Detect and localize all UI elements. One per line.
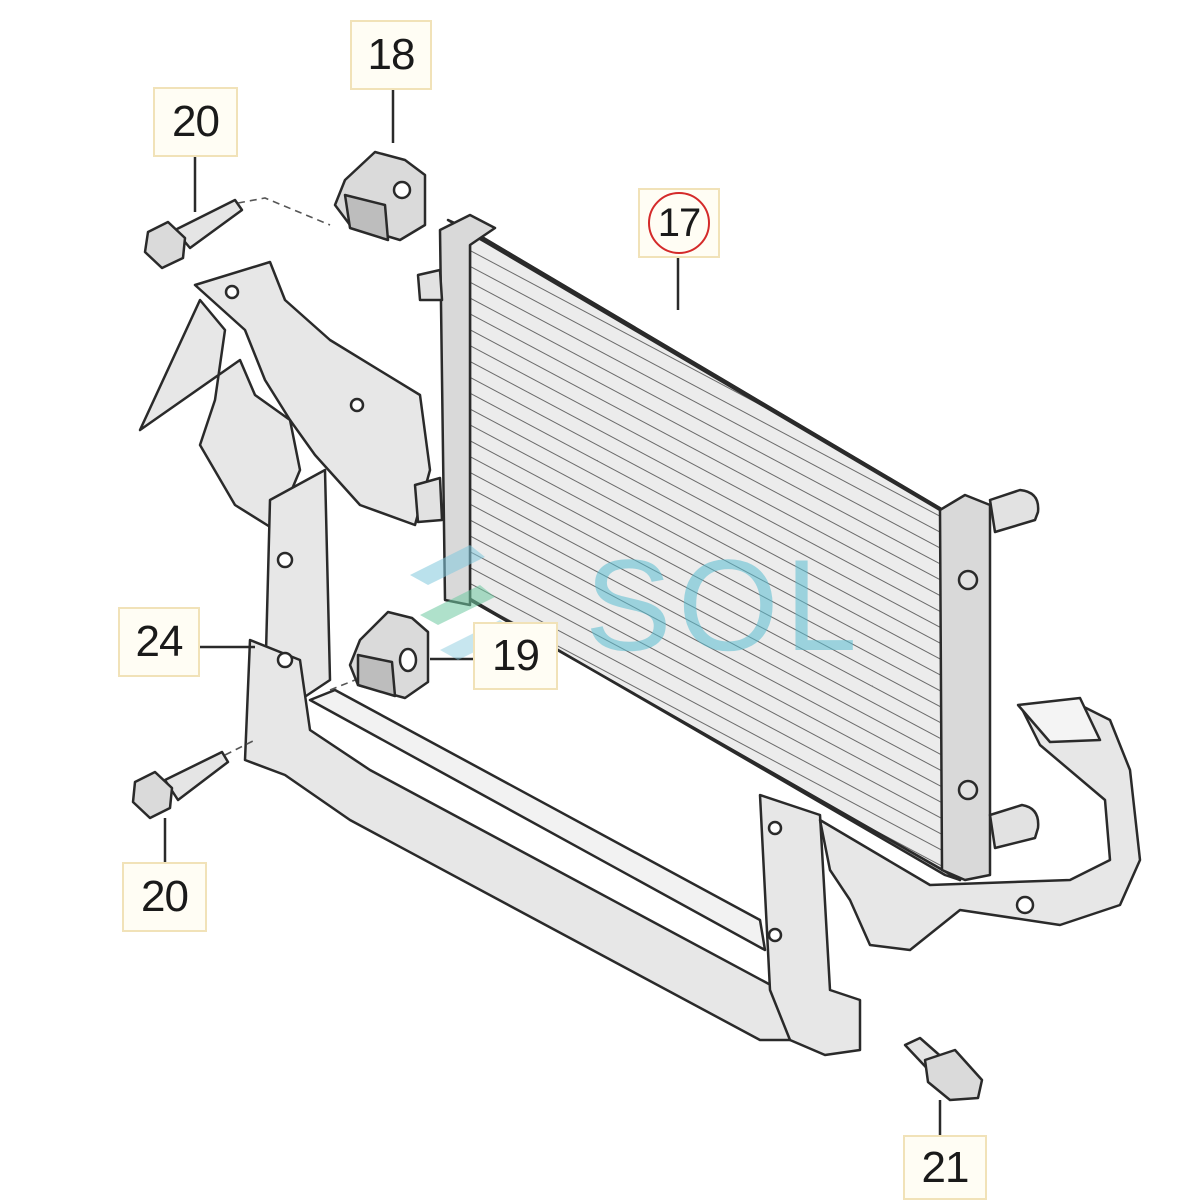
callout-21: 21: [903, 1135, 987, 1200]
dashed-assembly-lines: [224, 197, 356, 756]
lower-rubber-mount: [348, 610, 430, 700]
callout-18: 18: [350, 20, 432, 90]
callout-17-highlight-circle: 17: [648, 192, 710, 254]
upper-bolt: [143, 198, 244, 270]
callout-20-top: 20: [153, 87, 238, 157]
front-carrier-frame: [138, 260, 1142, 1057]
leader-lines: [163, 88, 942, 1135]
callout-20-bottom: 20: [122, 862, 207, 932]
clip-pin: [903, 1036, 984, 1102]
watermark-text: SOL: [585, 532, 864, 678]
callout-19: 19: [473, 622, 558, 690]
radiator-core: [413, 213, 1040, 882]
callout-24: 24: [118, 607, 200, 677]
upper-rubber-mount: [333, 150, 427, 242]
callout-17: 17: [638, 188, 720, 258]
lower-bolt: [131, 750, 230, 820]
